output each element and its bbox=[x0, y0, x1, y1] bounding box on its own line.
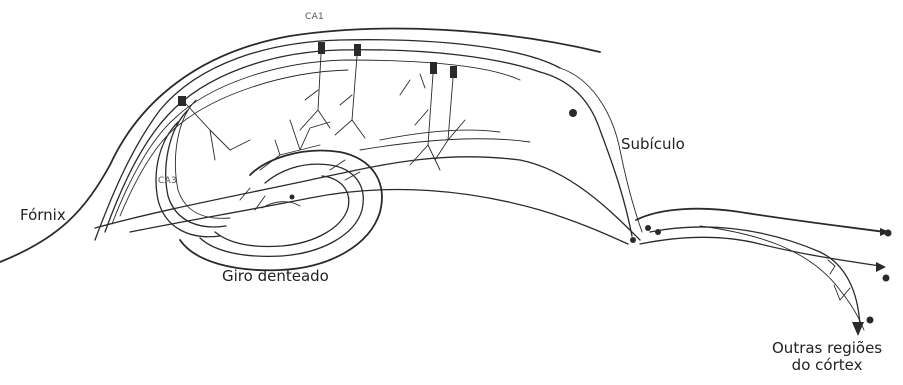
granule-cell bbox=[290, 195, 295, 200]
ca1-neuron bbox=[318, 42, 325, 54]
ca1-neuron bbox=[354, 44, 361, 56]
target-cell bbox=[867, 317, 874, 324]
target-cell bbox=[885, 230, 892, 237]
cortex-output bbox=[630, 209, 892, 336]
subiculum-neuron bbox=[569, 109, 577, 117]
ca3-band bbox=[156, 100, 230, 237]
giro-denteado-label: Giro denteado bbox=[222, 268, 329, 285]
ca3-neuron-group bbox=[178, 96, 250, 160]
arrowhead bbox=[876, 262, 886, 272]
subiculum-output-cell bbox=[630, 237, 636, 243]
arrowhead bbox=[852, 322, 864, 336]
ca1-neuron bbox=[450, 66, 457, 78]
subiculo-label: Subículo bbox=[621, 136, 685, 153]
cortex-label-line2: do córtex bbox=[772, 357, 882, 374]
cortex-label: Outras regiões do córtex bbox=[772, 340, 882, 375]
subiculum-output-cell bbox=[645, 225, 651, 231]
ca3-label: CA3 bbox=[158, 176, 177, 186]
fornix-label: Fórnix bbox=[20, 207, 66, 224]
ca1-band bbox=[0, 29, 600, 262]
dentate-gyrus bbox=[180, 151, 382, 271]
subiculum-output-cell bbox=[655, 229, 661, 235]
ca1-label: CA1 bbox=[305, 12, 324, 22]
ca1-neuron bbox=[430, 62, 437, 74]
ca3-neuron bbox=[178, 96, 186, 106]
target-cell bbox=[883, 275, 890, 282]
cortex-label-line1: Outras regiões bbox=[772, 340, 882, 357]
dentate-dendrites bbox=[240, 120, 360, 210]
